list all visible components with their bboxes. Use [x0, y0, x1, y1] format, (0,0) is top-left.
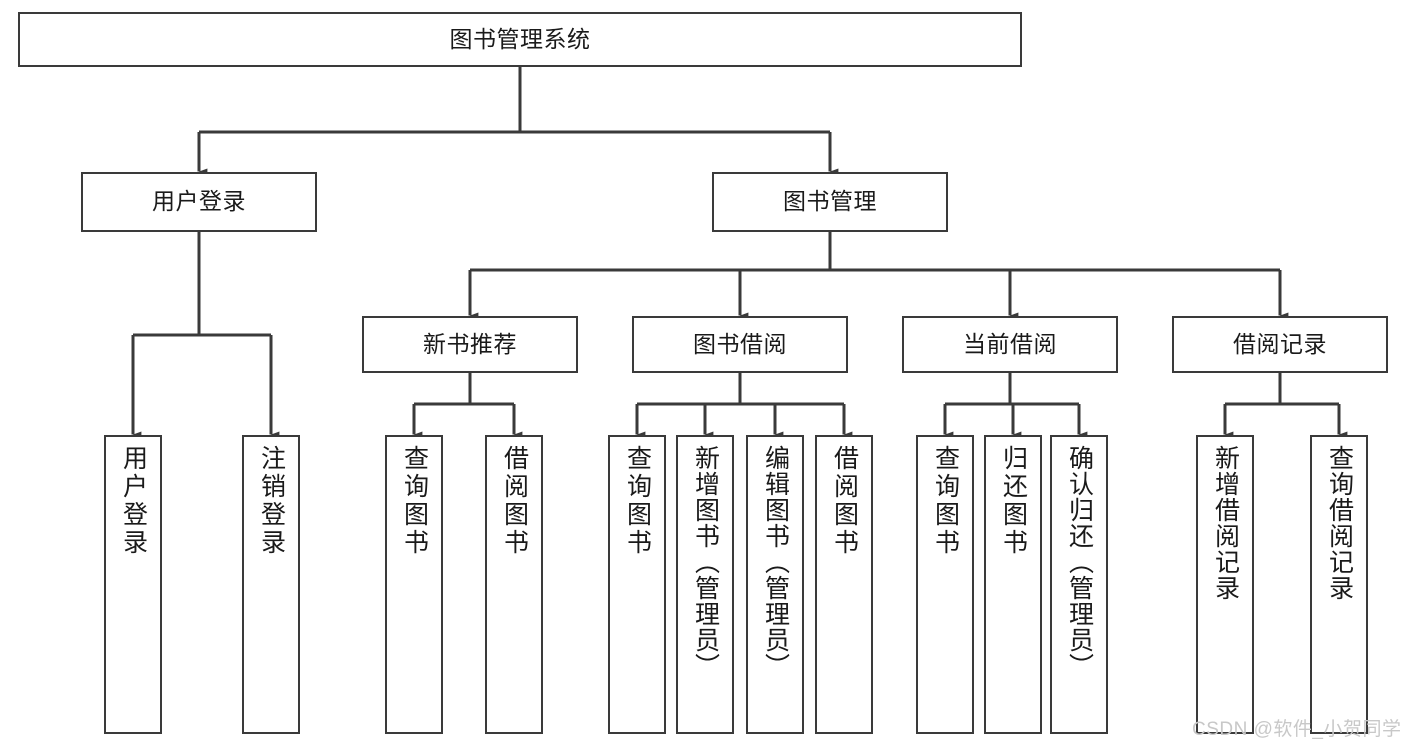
node-label: 确认归还（管理员）: [1065, 445, 1094, 679]
node-label: 查询借阅记录: [1325, 445, 1354, 601]
node-label: 新书推荐: [423, 330, 517, 357]
node-leaf-user-login[interactable]: 用户登录: [104, 435, 162, 734]
node-leaf-add-record[interactable]: 新增借阅记录: [1196, 435, 1254, 734]
node-leaf-logout[interactable]: 注销登录: [242, 435, 300, 734]
node-label: 用户登录: [152, 188, 246, 215]
node-label: 查询图书: [623, 445, 652, 557]
node-borrow-record[interactable]: 借阅记录: [1172, 316, 1388, 373]
node-current-borrow[interactable]: 当前借阅: [902, 316, 1118, 373]
node-label: 借阅图书: [500, 445, 529, 557]
node-label: 归还图书: [999, 445, 1028, 557]
node-leaf-query-book-2[interactable]: 查询图书: [608, 435, 666, 734]
node-label: 图书管理系统: [449, 25, 591, 52]
csdn-watermark: CSDN @软件_小贺同学: [1192, 719, 1402, 740]
node-leaf-edit-book[interactable]: 编辑图书（管理员）: [746, 435, 804, 734]
node-new-book-rec[interactable]: 新书推荐: [362, 316, 578, 373]
node-label: 图书借阅: [693, 330, 787, 357]
node-label: 注销登录: [257, 445, 286, 557]
node-leaf-query-book-3[interactable]: 查询图书: [916, 435, 974, 734]
node-label: 新增借阅记录: [1211, 445, 1240, 601]
node-leaf-borrow-book-1[interactable]: 借阅图书: [485, 435, 543, 734]
node-leaf-return-book[interactable]: 归还图书: [984, 435, 1042, 734]
node-leaf-query-book-1[interactable]: 查询图书: [385, 435, 443, 734]
node-leaf-add-book[interactable]: 新增图书（管理员）: [676, 435, 734, 734]
node-book-borrow[interactable]: 图书借阅: [632, 316, 848, 373]
node-root[interactable]: 图书管理系统: [18, 12, 1022, 67]
node-label: 查询图书: [931, 445, 960, 557]
node-label: 当前借阅: [963, 330, 1057, 357]
node-label: 查询图书: [400, 445, 429, 557]
node-leaf-confirm-return[interactable]: 确认归还（管理员）: [1050, 435, 1108, 734]
node-leaf-borrow-book-2[interactable]: 借阅图书: [815, 435, 873, 734]
node-label: 图书管理: [783, 188, 877, 215]
node-label: 编辑图书（管理员）: [761, 445, 790, 679]
node-leaf-query-record[interactable]: 查询借阅记录: [1310, 435, 1368, 734]
node-label: 借阅图书: [830, 445, 859, 557]
node-label: 用户登录: [119, 445, 148, 557]
node-user-login[interactable]: 用户登录: [81, 172, 317, 232]
node-label: 新增图书（管理员）: [691, 445, 720, 679]
node-label: 借阅记录: [1233, 330, 1327, 357]
node-book-manage[interactable]: 图书管理: [712, 172, 948, 232]
